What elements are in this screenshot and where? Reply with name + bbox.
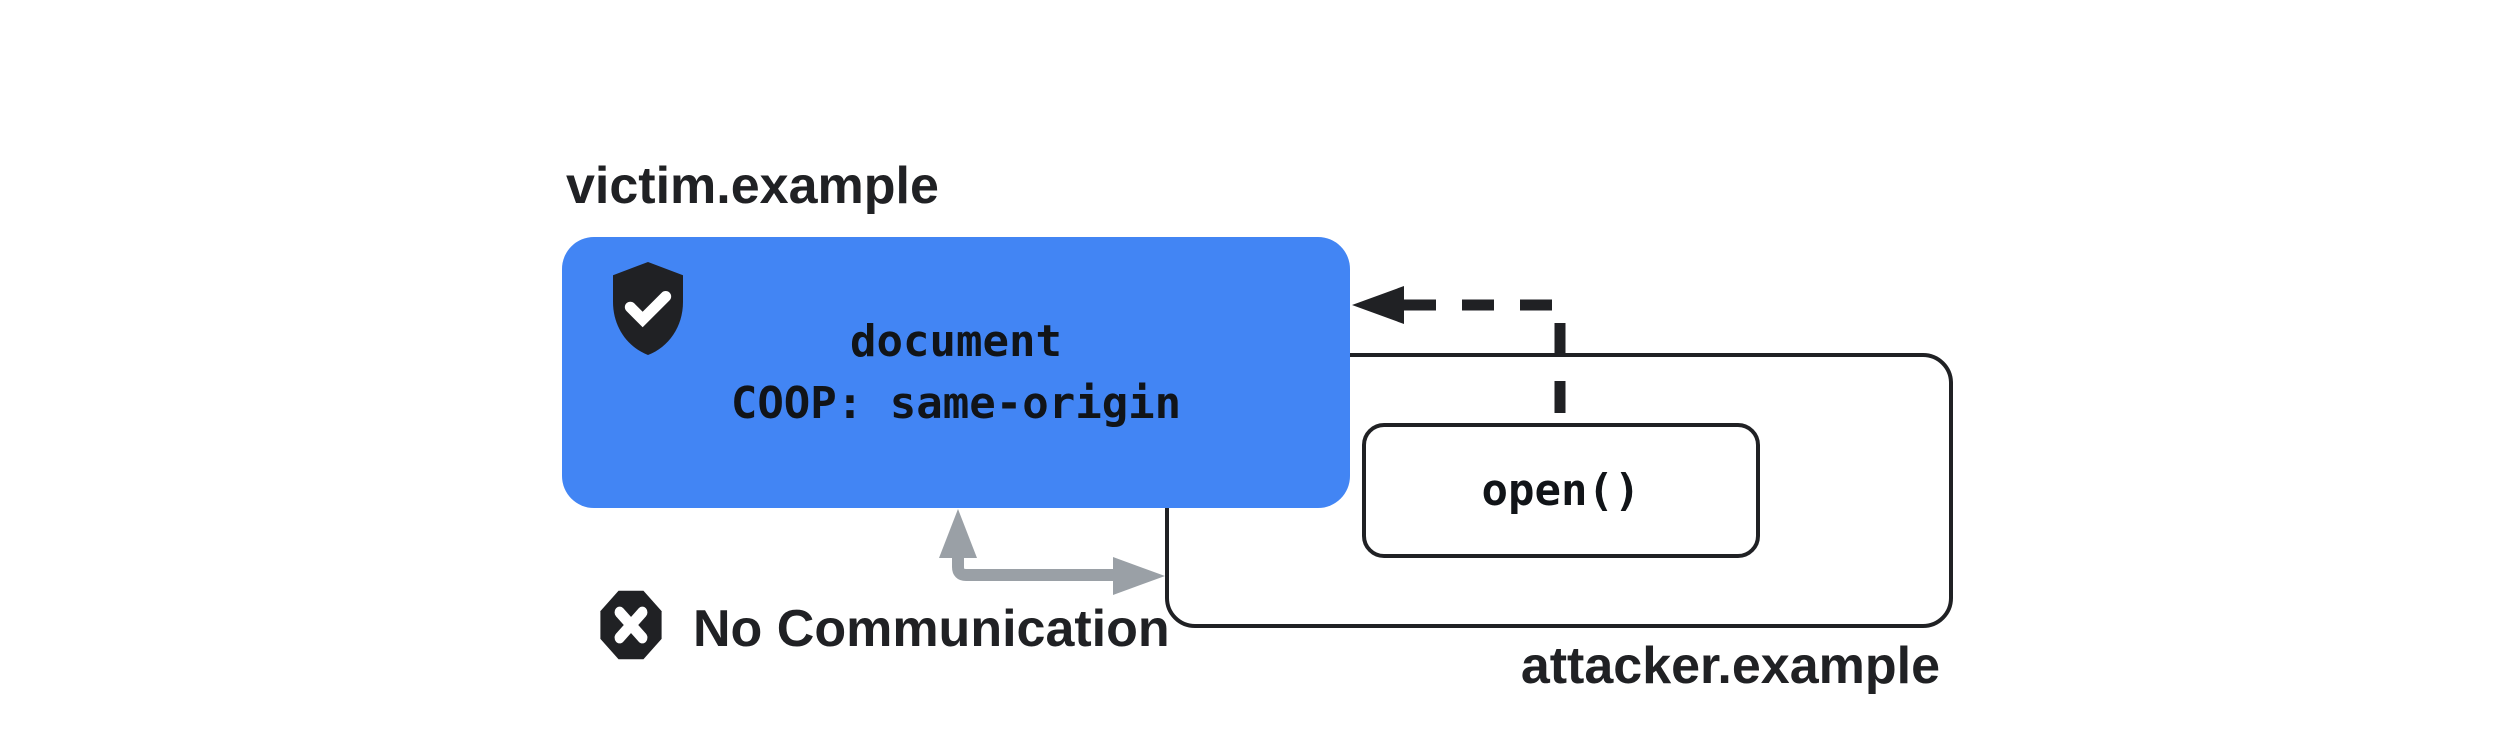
x-glyph	[614, 606, 648, 644]
checkmark-glyph	[624, 291, 672, 328]
document-line: document	[850, 315, 1062, 367]
blocked-x-octagon-icon	[600, 590, 662, 660]
no-communication-arrow	[939, 509, 1165, 595]
open-call-label: open()	[1481, 465, 1641, 516]
coop-header-line: COOP: same-origin	[730, 377, 1182, 429]
open-call-box: open()	[1362, 423, 1760, 558]
victim-document-window: document COOP: same-origin	[562, 237, 1350, 508]
no-communication-label: No Communication	[693, 600, 1170, 658]
shield-check-icon	[613, 262, 683, 355]
attacker-origin-label: attacker.example	[1520, 637, 1940, 695]
victim-origin-label: victim.example	[566, 157, 939, 215]
arrowhead-up-icon	[939, 509, 977, 558]
arrowhead-right-icon	[1113, 557, 1165, 595]
arrowhead-left-icon	[1352, 286, 1404, 324]
victim-window-text: document COOP: same-origin	[562, 237, 1350, 508]
